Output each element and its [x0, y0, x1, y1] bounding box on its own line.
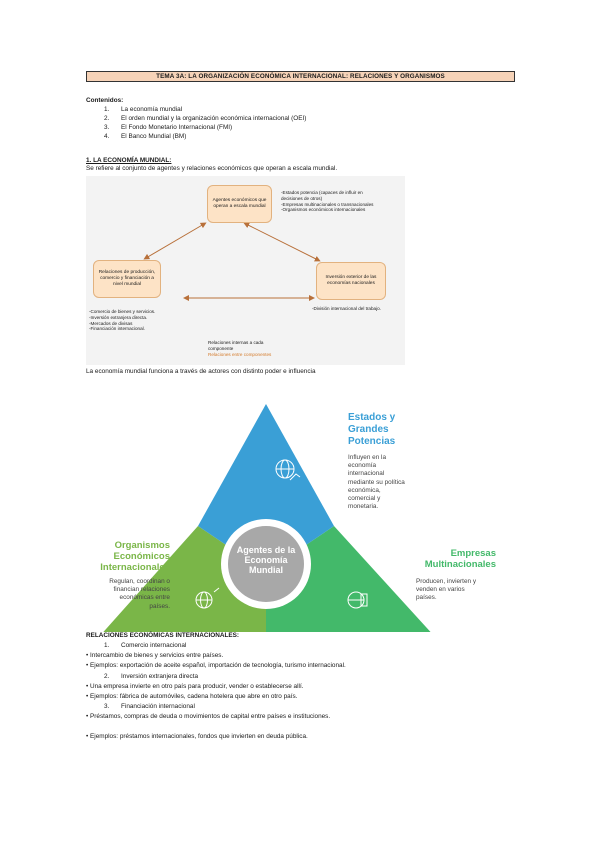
center-note-line: componente [208, 345, 234, 351]
investment-note: -División internacional del trabajo. [312, 306, 381, 311]
multinationals-description-line: venden en varios [416, 586, 465, 594]
multinationals-title-line: Multinacionales [424, 559, 496, 570]
center-label-line: Mundial [249, 565, 283, 575]
globe-growth-icon [275, 459, 301, 481]
states-title-line: Potencias [348, 436, 396, 447]
contents-heading: Contenidos: [86, 97, 124, 104]
contents-item-number: 1. [104, 106, 110, 113]
page-title: TEMA 3A: LA ORGANIZACIÓN ECONÓMICA INTER… [86, 71, 515, 82]
organisms-description-line: económicas entre [119, 594, 170, 602]
relations-bullet: • Préstamos, compras de deuda o movimien… [86, 713, 331, 721]
contents-item-number: 3. [104, 124, 110, 131]
triangle-graphic [103, 404, 431, 632]
contents-item: El orden mundial y la organización econó… [121, 115, 307, 122]
box-investment: Inversión exterior de las economías naci… [316, 262, 386, 300]
relations-note-line: -Financiación internacional. [89, 326, 145, 332]
agents-note-line: -Organismos económicos internacionales [281, 207, 366, 213]
organisms-title-line: Económicos [113, 551, 171, 562]
organisms-description-line: financian relaciones [113, 586, 171, 594]
relations-bullet: • Ejemplos: préstamos internacionales, f… [86, 732, 308, 740]
relations-note-line: -Comercio de bienes y servicios. [89, 309, 156, 314]
box-relations: Relaciones de producción, comercio y fin… [93, 260, 161, 298]
globe-buildings-icon [347, 591, 368, 609]
center-label-line: Agentes de la [236, 545, 296, 555]
relations-note-line: -Inversión extranjera directa. [89, 314, 148, 320]
relations-bullet: • Ejemplos: exportación de aceite españo… [86, 662, 346, 670]
relations-item-number: 2. [104, 672, 110, 680]
relations-item: Inversión extranjera directa [121, 672, 199, 680]
arrow-top-left [143, 222, 207, 260]
states-description-line: Influyen en la [348, 454, 387, 461]
states-description-line: economía [348, 462, 377, 470]
globe-network-icon [195, 587, 220, 609]
contents-item-number: 2. [104, 115, 110, 122]
relations-bullet: • Una empresa invierte en otro país para… [86, 682, 304, 690]
agents-note-line: -Estados potencia (capaces de influir en [281, 190, 363, 195]
organisms-title-line: Internacionales [100, 562, 170, 573]
contents-item: La economía mundial [121, 106, 183, 113]
multinationals-description-line: países. [416, 594, 437, 602]
states-title-line: Estados y [348, 412, 396, 423]
section1-after: La economía mundial funciona a través de… [86, 368, 316, 375]
diagram-arrows [143, 222, 321, 301]
relations-item: Financiación internacional [121, 703, 195, 711]
section1-heading: 1. LA ECONOMÍA MUNDIAL: [86, 157, 172, 164]
arrow-top-right [243, 222, 321, 262]
states-description-line: comercial y [348, 495, 381, 503]
multinationals-title-line: Empresas [450, 548, 496, 559]
relations-item-number: 3. [104, 703, 110, 711]
economy-concept-diagram: Agentes económicos que operan a escala m… [86, 176, 405, 365]
states-description-line: mediante su política [348, 478, 405, 486]
states-description-line: económica, [348, 486, 381, 494]
contents-item: El Fondo Monetario Internacional (FMI) [121, 124, 233, 131]
contents-item: El Banco Mundial (BM) [121, 133, 187, 140]
contents-item-number: 4. [104, 133, 110, 140]
organisms-description-line: Regulan, coordinan o [109, 578, 170, 585]
relations-item-number: 1. [104, 642, 110, 649]
relations-heading: RELACIONES ECONÓMICAS INTERNACIONALES: [86, 632, 240, 639]
organisms-title-line: Organismos [114, 540, 170, 551]
states-title-line: Grandes [348, 424, 389, 435]
relations-bullet: • Intercambio de bienes y servicios entr… [86, 652, 224, 660]
relations-note-line: -Mercados de divisas [89, 320, 133, 326]
box-agents: Agentes económicos que operan a escala m… [207, 185, 272, 223]
states-description-line: internacional [348, 470, 385, 478]
section1-intro: Se refiere al conjunto de agentes y rela… [86, 165, 338, 172]
triangle-top-segment [198, 404, 334, 526]
center-disc [228, 526, 304, 602]
relations-item: Comercio internacional [121, 642, 187, 649]
organisms-description-line: países. [149, 602, 170, 610]
multinationals-description-line: Producen, invierten y [416, 578, 477, 585]
agents-note-line: -Empresas multinacionales o transnaciona… [281, 201, 374, 207]
center-note-colored: Relaciones entre componentes [208, 351, 272, 357]
states-description-line: monetaria. [348, 503, 379, 511]
center-label-line: Economía [244, 555, 288, 565]
agents-note-line: decisiones de otros) [281, 195, 323, 201]
center-note-line: Relaciones internas a cada [208, 340, 264, 345]
relations-bullet: • Ejemplos: fábrica de automóviles, cade… [86, 693, 298, 700]
